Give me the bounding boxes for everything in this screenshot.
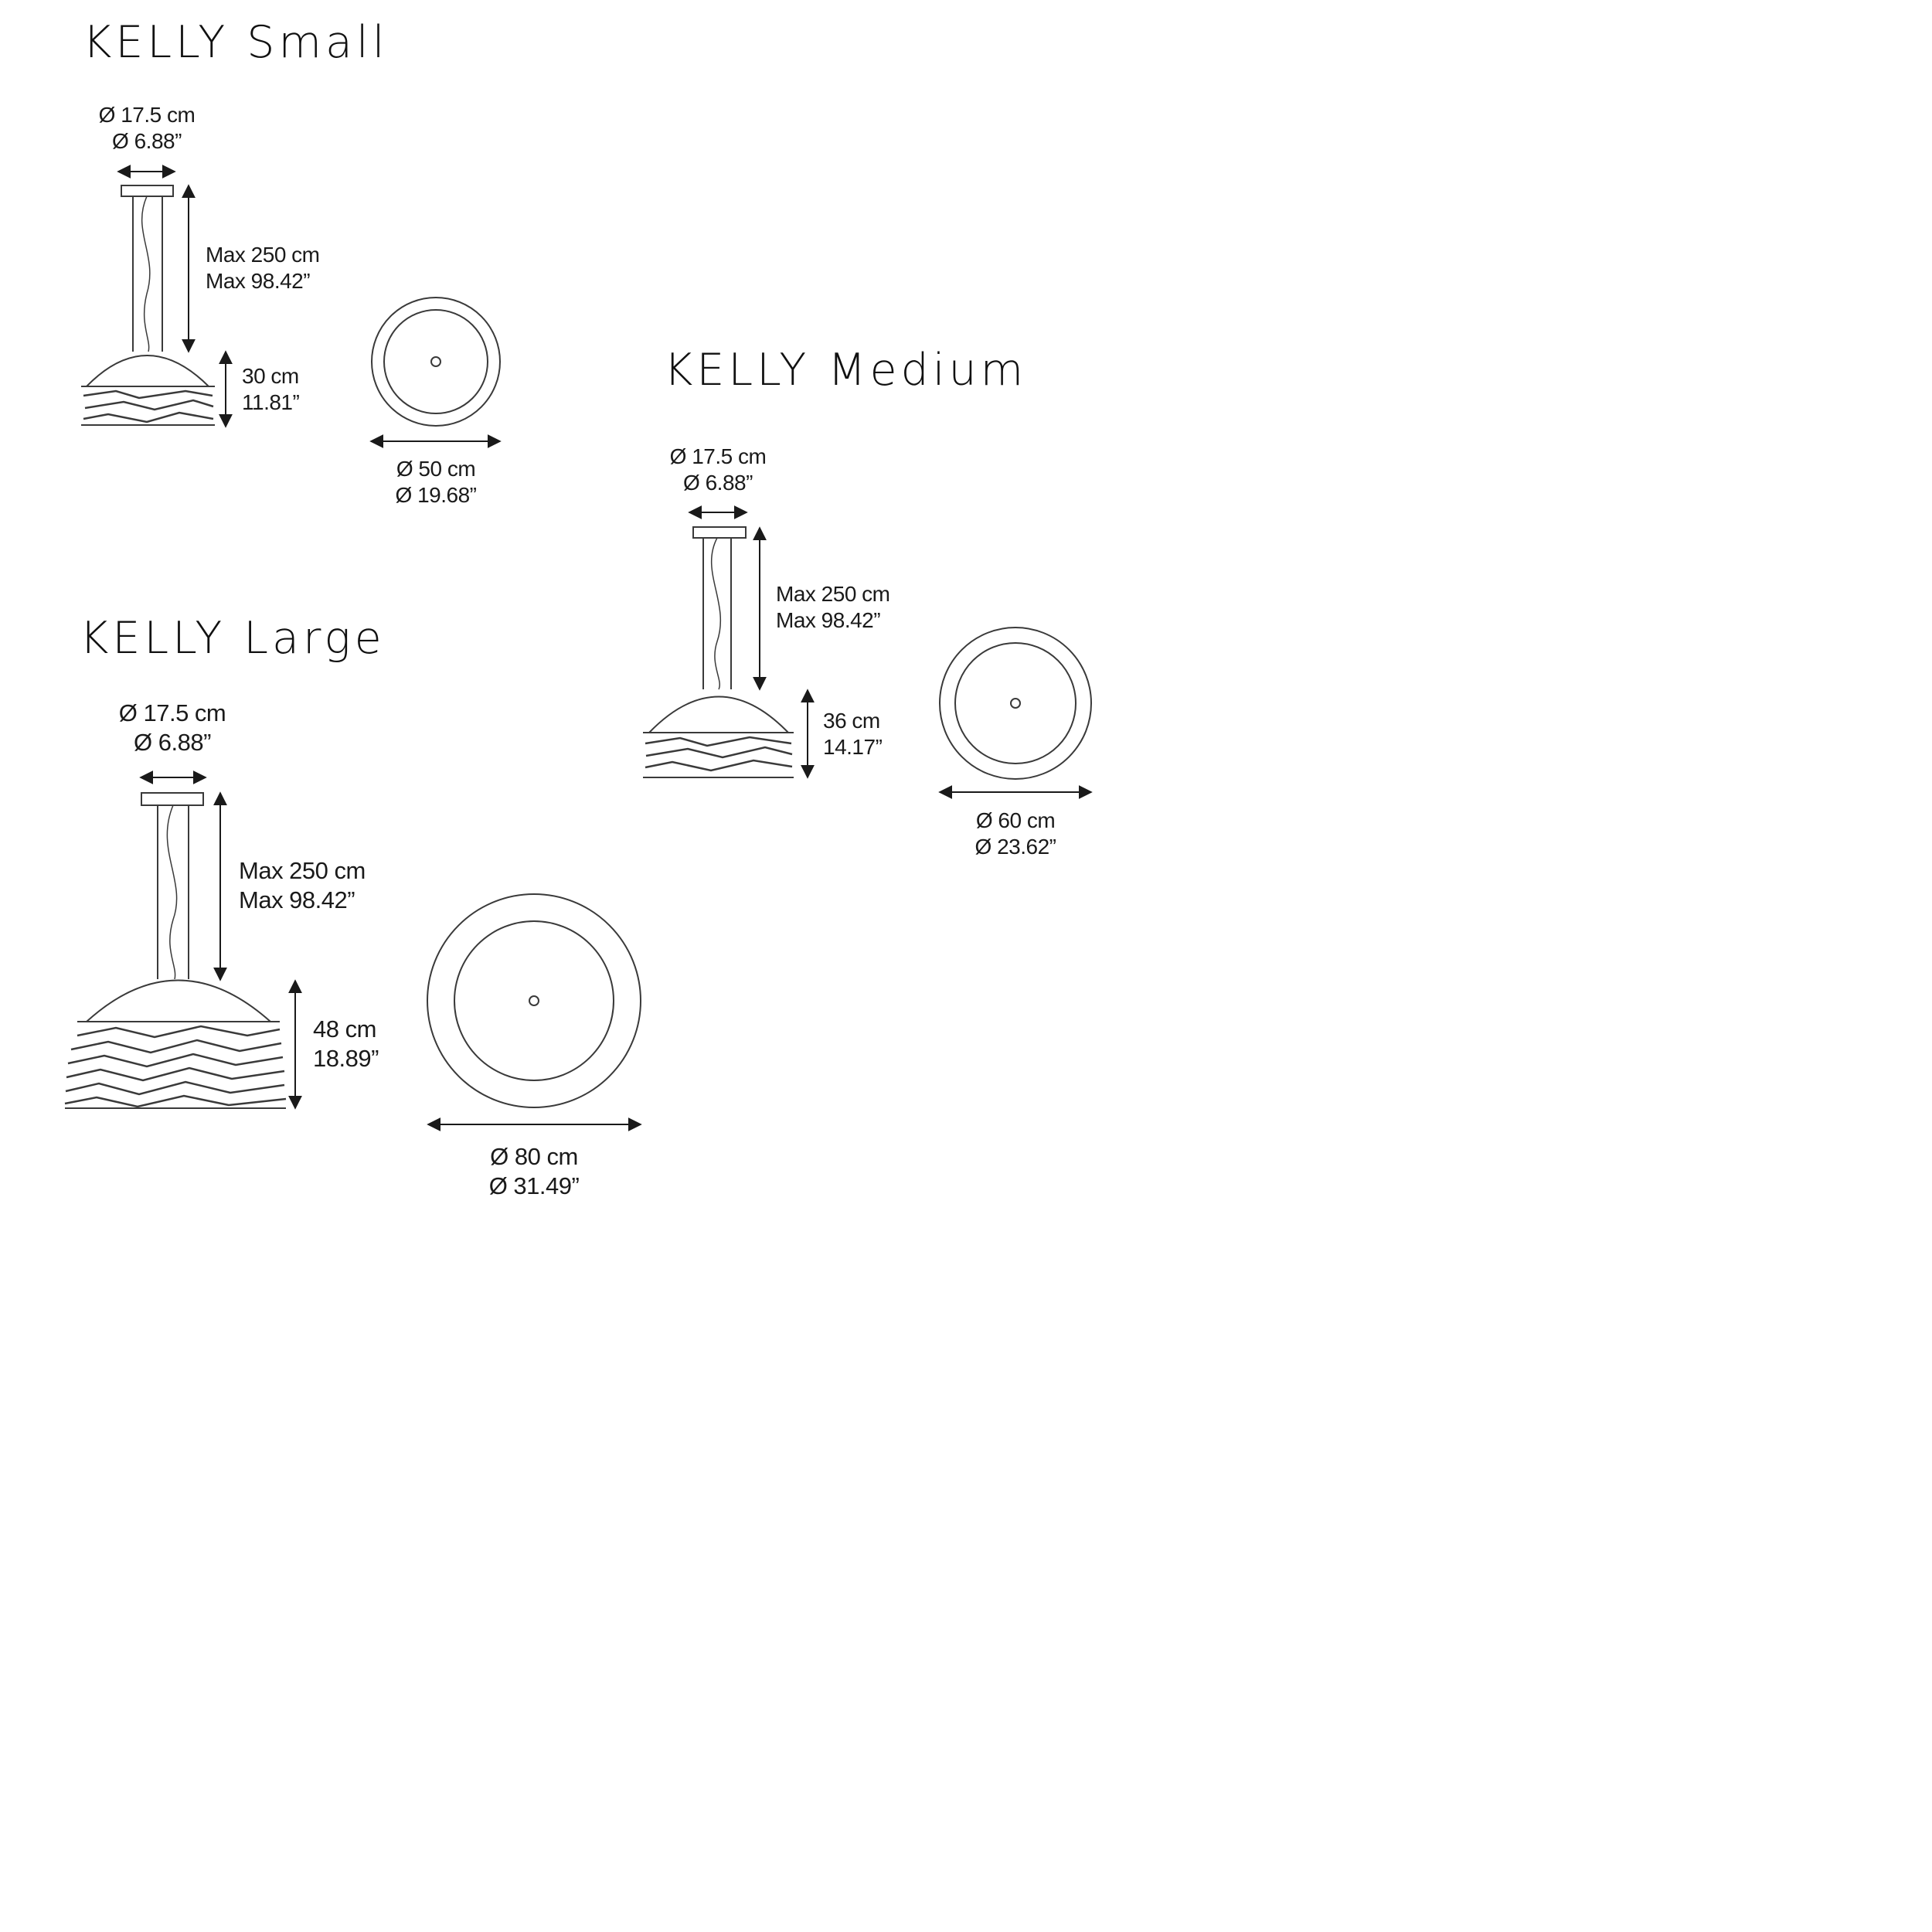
medium-diameter-label: Ø 60 cm Ø 23.62” xyxy=(954,808,1077,860)
small-canopy-cm: Ø 17.5 cm xyxy=(98,103,196,127)
small-height-label: 30 cm 11.81” xyxy=(242,363,300,416)
medium-title: KELLY Medium xyxy=(664,345,1028,396)
small-height-inch: 11.81” xyxy=(242,390,300,414)
small-diameter-cm: Ø 50 cm xyxy=(396,457,476,481)
drawing-layer xyxy=(64,165,1093,1131)
medium-cable-inch: Max 98.42” xyxy=(776,608,881,632)
technical-drawing: KELLY Small KELLY Medium KELLY Large Ø 1… xyxy=(0,0,1207,1207)
medium-height-inch: 14.17” xyxy=(823,735,883,759)
medium-diameter-cm: Ø 60 cm xyxy=(975,808,1056,832)
small-cable-inch: Max 98.42” xyxy=(206,269,311,293)
large-diameter-inch: Ø 31.49” xyxy=(488,1172,580,1199)
small-height-cm: 30 cm xyxy=(242,364,299,388)
large-diameter-cm: Ø 80 cm xyxy=(490,1143,578,1170)
medium-canopy-label: Ø 17.5 cm Ø 6.88” xyxy=(664,444,772,496)
large-height-inch: 18.89” xyxy=(313,1045,379,1072)
small-diameter-label: Ø 50 cm Ø 19.68” xyxy=(374,456,498,509)
small-cable-label: Max 250 cm Max 98.42” xyxy=(206,242,320,294)
small-canopy-label: Ø 17.5 cm Ø 6.88” xyxy=(93,102,201,155)
large-canopy-label: Ø 17.5 cm Ø 6.88” xyxy=(107,699,238,757)
large-cable-inch: Max 98.42” xyxy=(239,886,355,913)
small-top-view xyxy=(371,297,501,427)
large-title: KELLY Large xyxy=(80,613,386,664)
medium-height-label: 36 cm 14.17” xyxy=(823,708,883,760)
small-pendant-side-view xyxy=(81,185,215,426)
large-cable-label: Max 250 cm Max 98.42” xyxy=(239,856,366,915)
medium-diameter-inch: Ø 23.62” xyxy=(975,835,1056,859)
large-height-cm: 48 cm xyxy=(313,1015,376,1043)
large-top-view xyxy=(427,893,641,1108)
small-cable-cm: Max 250 cm xyxy=(206,243,320,267)
medium-canopy-inch: Ø 6.88” xyxy=(683,471,753,495)
medium-canopy-cm: Ø 17.5 cm xyxy=(669,444,767,468)
medium-top-view xyxy=(939,627,1092,780)
small-canopy-inch: Ø 6.88” xyxy=(112,129,182,153)
medium-cable-label: Max 250 cm Max 98.42” xyxy=(776,581,890,634)
large-cable-cm: Max 250 cm xyxy=(239,857,366,884)
medium-cable-cm: Max 250 cm xyxy=(776,582,890,606)
medium-pendant-side-view xyxy=(643,526,794,778)
large-canopy-cm: Ø 17.5 cm xyxy=(118,699,226,726)
medium-height-cm: 36 cm xyxy=(823,709,880,733)
large-pendant-side-view xyxy=(64,792,287,1109)
large-height-label: 48 cm 18.89” xyxy=(313,1015,379,1073)
small-title: KELLY Small xyxy=(83,17,389,68)
small-diameter-inch: Ø 19.68” xyxy=(395,483,477,507)
large-canopy-inch: Ø 6.88” xyxy=(134,729,211,756)
large-diameter-label: Ø 80 cm Ø 31.49” xyxy=(464,1142,604,1201)
